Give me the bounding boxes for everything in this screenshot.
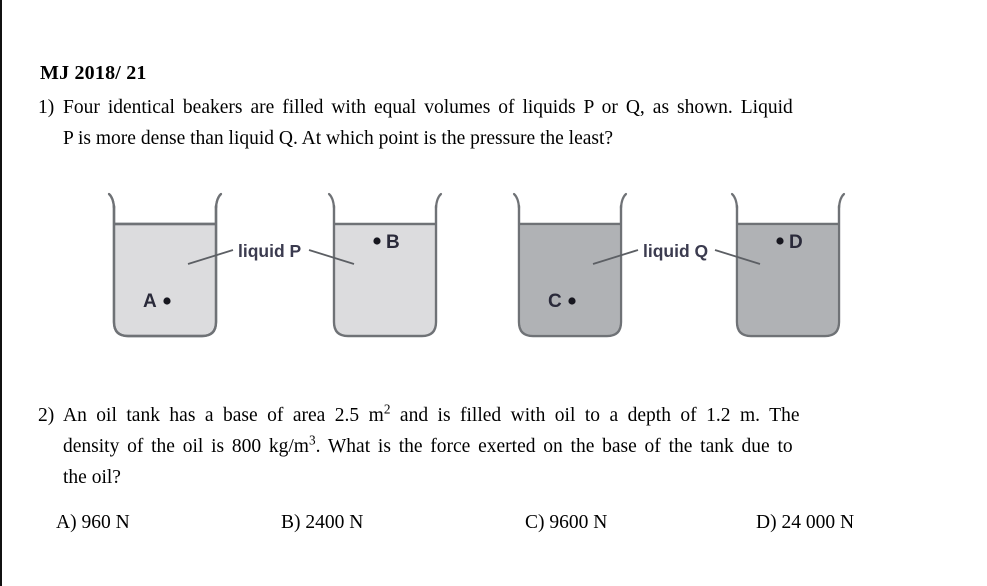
point-label-d: D bbox=[789, 232, 803, 253]
leader-line-p-left bbox=[187, 249, 234, 265]
beaker-a-liquid bbox=[107, 192, 223, 338]
option-b[interactable]: B) 2400 N bbox=[281, 512, 364, 533]
point-marker-d: D bbox=[776, 232, 803, 253]
answer-options: A) 960 N B) 2400 N C) 9600 N D) 24 000 N bbox=[38, 512, 938, 548]
point-dot-c bbox=[568, 297, 576, 305]
beaker-d bbox=[730, 192, 846, 338]
page-title: MJ 2018/ 21 bbox=[40, 62, 147, 84]
question-2-line-3: the oil? bbox=[38, 462, 923, 493]
option-d[interactable]: D) 24 000 N bbox=[756, 512, 855, 533]
question-2-text-2a: density of the oil is 800 kg/m bbox=[63, 436, 309, 457]
question-2-line-1: 2)An oil tank has a base of area 2.5 m2 … bbox=[38, 400, 923, 431]
figure-label-liquid-p: liquid P bbox=[238, 241, 302, 261]
question-2-text-1b: and is filled with oil to a depth of 1.2… bbox=[390, 405, 800, 426]
point-marker-a: A bbox=[143, 291, 171, 312]
point-label-b: B bbox=[386, 232, 400, 253]
question-2-text-3: the oil? bbox=[63, 467, 121, 488]
point-dot-b bbox=[373, 237, 381, 245]
question-1-text-line-2: P is more dense than liquid Q. At which … bbox=[63, 128, 614, 149]
question-2-sup-density: 3 bbox=[308, 432, 316, 448]
option-c[interactable]: C) 9600 N bbox=[525, 512, 608, 533]
question-2-text-2b: . What is the force exerted on the base … bbox=[315, 436, 793, 457]
question-2-line-2: density of the oil is 800 kg/m3. What is… bbox=[38, 431, 923, 462]
question-1-number: 1) bbox=[38, 97, 55, 118]
point-marker-b: B bbox=[373, 232, 400, 253]
leader-line-p-right bbox=[308, 249, 355, 265]
question-1-line-2: P is more dense than liquid Q. At which … bbox=[38, 123, 923, 154]
beaker-c bbox=[512, 192, 628, 338]
point-marker-c: C bbox=[548, 291, 576, 312]
point-dot-d bbox=[776, 237, 784, 245]
point-dot-a bbox=[163, 297, 171, 305]
question-1-line-1: 1) Four identical beakers are filled with… bbox=[38, 92, 923, 123]
question-1: 1) Four identical beakers are filled with… bbox=[38, 92, 923, 154]
point-label-a: A bbox=[143, 291, 157, 312]
figure-label-liquid-q: liquid Q bbox=[643, 241, 708, 261]
leader-line-q-left bbox=[592, 249, 639, 265]
beakers-figure: A B bbox=[2, 186, 987, 346]
question-2-sup-area: 2 bbox=[383, 401, 391, 417]
question-2-text-1a: An oil tank has a base of area 2.5 m bbox=[63, 405, 384, 426]
question-2: 2)An oil tank has a base of area 2.5 m2 … bbox=[38, 400, 923, 493]
leader-line-q-right bbox=[714, 249, 761, 265]
point-label-c: C bbox=[548, 291, 562, 312]
question-2-number: 2) bbox=[38, 405, 55, 426]
question-1-text-line-1: Four identical beakers are filled with e… bbox=[63, 97, 793, 118]
beaker-b bbox=[327, 192, 443, 338]
option-a[interactable]: A) 960 N bbox=[56, 512, 130, 533]
